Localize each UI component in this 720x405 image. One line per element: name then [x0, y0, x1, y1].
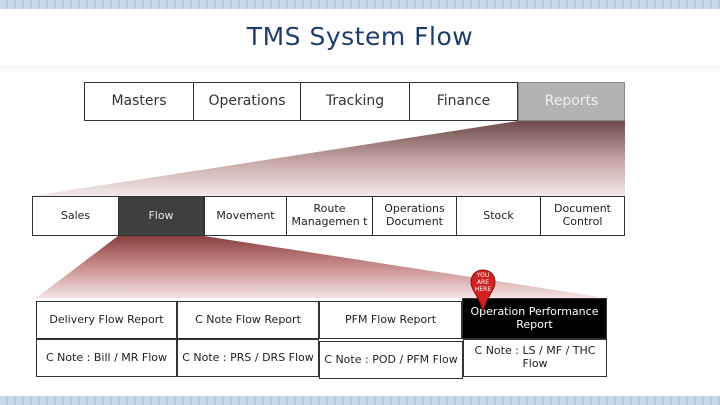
you-are-here-label: YOU ARE HERE	[474, 272, 492, 293]
subnav-flow[interactable]: Flow	[118, 196, 204, 236]
tab-operations[interactable]: Operations	[193, 82, 301, 121]
subnav-route-management[interactable]: Route Managemen t	[286, 196, 373, 236]
report-c-note-ls-mf-thc-flow[interactable]: C Note : LS / MF / THC Flow	[463, 339, 607, 377]
subnav-document-control[interactable]: Document Control	[540, 196, 625, 236]
subnav-stock[interactable]: Stock	[456, 196, 541, 236]
top-decorative-stripe	[0, 0, 720, 9]
report-pfm-flow[interactable]: PFM Flow Report	[319, 301, 462, 339]
report-c-note-prs-drs-flow[interactable]: C Note : PRS / DRS Flow	[177, 339, 319, 377]
tab-masters[interactable]: Masters	[84, 82, 193, 121]
report-delivery-flow[interactable]: Delivery Flow Report	[36, 301, 177, 339]
report-operation-performance[interactable]: Operation Performance Report	[462, 298, 607, 339]
location-pin-icon	[470, 269, 496, 313]
subnav-operations-document[interactable]: Operations Document	[372, 196, 457, 236]
tab-finance[interactable]: Finance	[410, 82, 518, 121]
tab-reports[interactable]: Reports	[518, 82, 625, 121]
report-c-note-flow[interactable]: C Note Flow Report	[177, 301, 319, 339]
tab-tracking[interactable]: Tracking	[301, 82, 410, 121]
funnel-reports-to-subnav	[32, 121, 625, 196]
funnel-flow-to-reports	[36, 236, 607, 298]
subnav-movement[interactable]: Movement	[204, 196, 287, 236]
bottom-decorative-stripe	[0, 396, 720, 405]
report-c-note-bill-mr-flow[interactable]: C Note : Bill / MR Flow	[36, 339, 177, 377]
subnav-sales[interactable]: Sales	[32, 196, 119, 236]
header-separator	[0, 66, 720, 74]
report-c-note-pod-pfm-flow[interactable]: C Note : POD / PFM Flow	[319, 341, 463, 379]
page-title: TMS System Flow	[246, 22, 474, 51]
